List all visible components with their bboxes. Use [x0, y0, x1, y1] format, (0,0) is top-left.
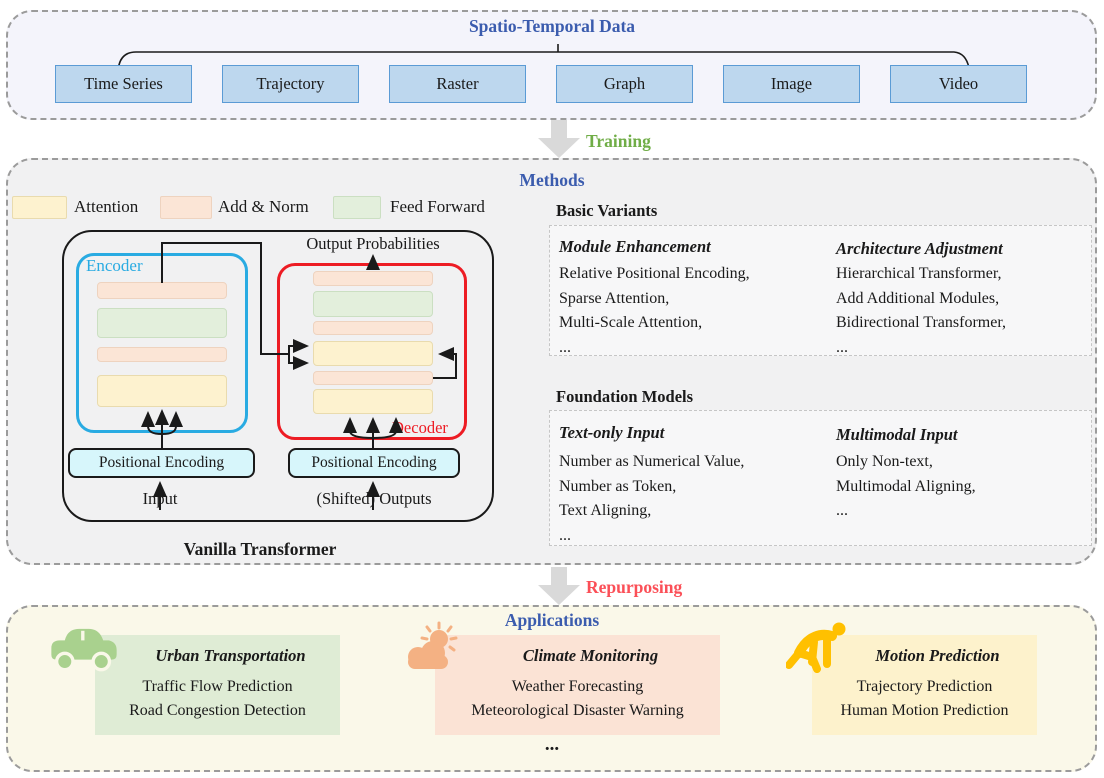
legend-feed-forward-swatch	[333, 196, 381, 219]
decoder-add-norm-bar	[313, 321, 433, 335]
output-probabilities-label: Output Probabilities	[306, 234, 440, 253]
data-type-time-series: Time Series	[55, 65, 192, 103]
data-type-trajectory: Trajectory	[222, 65, 359, 103]
urban-transportation-items: Traffic Flow Prediction Road Congestion …	[129, 678, 306, 719]
legend-attention-swatch	[12, 196, 67, 219]
climate-monitoring-title: Climate Monitoring	[522, 646, 659, 665]
motion-prediction-items: Trajectory Prediction Human Motion Predi…	[840, 678, 1009, 719]
legend-add-norm-label: Add & Norm	[218, 197, 309, 216]
foundation-models-panel	[549, 410, 1092, 546]
basic-variants-panel	[549, 225, 1092, 356]
training-arrow-icon	[538, 120, 580, 158]
module-enhancement-items: Relative Positional Encoding, Sparse Att…	[559, 265, 750, 356]
applications-title: Applications	[504, 610, 600, 630]
spatio-temporal-data-title: Spatio-Temporal Data	[468, 16, 636, 36]
decoder-cross-attention-bar	[313, 341, 433, 366]
architecture-adjustment-header: Architecture Adjustment	[836, 239, 1003, 258]
vanilla-transformer-box	[62, 230, 494, 522]
basic-variants-title: Basic Variants	[556, 201, 658, 220]
motion-prediction-title: Motion Prediction	[875, 646, 1000, 665]
shifted-outputs-label: (Shifted) Outputs	[316, 489, 432, 508]
encoder-add-norm-bar	[97, 282, 227, 299]
applications-ellipsis: ...	[544, 734, 560, 755]
encoder-label: Encoder	[86, 256, 143, 275]
data-type-video: Video	[890, 65, 1027, 103]
urban-transportation-title: Urban Transportation	[155, 646, 306, 665]
encoder-add-norm-bar	[97, 347, 227, 362]
data-type-image: Image	[723, 65, 860, 103]
legend-attention-label: Attention	[74, 197, 139, 216]
decoder-feed-forward-bar	[313, 291, 433, 317]
positional-encoding-left: Positional Encoding	[68, 448, 255, 478]
module-enhancement-header: Module Enhancement	[559, 237, 711, 256]
multimodal-input-header: Multimodal Input	[836, 425, 958, 444]
methods-title: Methods	[519, 170, 585, 190]
architecture-adjustment-items: Hierarchical Transformer, Add Additional…	[836, 265, 1006, 356]
motion-prediction-card: Motion Prediction Trajectory Prediction …	[812, 635, 1037, 735]
climate-monitoring-items: Weather Forecasting Meteorological Disas…	[471, 678, 684, 719]
repurposing-label: Repurposing	[586, 577, 683, 597]
data-type-graph: Graph	[556, 65, 693, 103]
decoder-add-norm-bar	[313, 371, 433, 385]
data-type-raster: Raster	[389, 65, 526, 103]
encoder-attention-bar	[97, 375, 227, 407]
legend-feed-forward-label: Feed Forward	[390, 197, 485, 216]
text-only-input-header: Text-only Input	[559, 423, 665, 442]
multimodal-input-items: Only Non-text, Multimodal Aligning, ...	[836, 453, 976, 519]
decoder-self-attention-bar	[313, 389, 433, 414]
encoder-feed-forward-bar	[97, 308, 227, 338]
vanilla-transformer-caption: Vanilla Transformer	[183, 539, 337, 559]
training-label: Training	[586, 131, 651, 151]
input-label: Input	[142, 489, 178, 508]
legend-add-norm-swatch	[160, 196, 212, 219]
repurposing-arrow-icon	[538, 567, 580, 605]
climate-monitoring-card: Climate Monitoring Weather Forecasting M…	[435, 635, 720, 735]
urban-transportation-card: Urban Transportation Traffic Flow Predic…	[95, 635, 340, 735]
decoder-add-norm-bar	[313, 271, 433, 286]
decoder-label: Decoder	[392, 418, 448, 437]
text-only-input-items: Number as Numerical Value, Number as Tok…	[559, 453, 745, 544]
foundation-models-title: Foundation Models	[556, 387, 694, 406]
positional-encoding-right: Positional Encoding	[288, 448, 460, 478]
